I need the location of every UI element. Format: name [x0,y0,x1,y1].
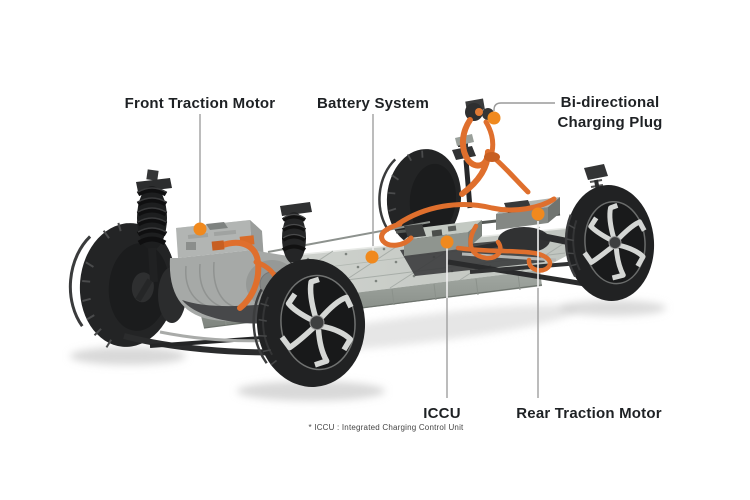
wheel-rear-near [564,185,655,301]
callout-dot-battery-system [365,250,379,264]
callout-dot-iccu [440,235,454,249]
iccu-footnote: * ICCU : Integrated Charging Control Uni… [308,423,464,432]
callout-dot-rear-traction-motor [531,207,545,221]
label-front-traction-motor: Front Traction Motor [124,95,276,112]
wheel-rear-far [378,149,462,247]
label-iccu: ICCU [423,405,461,422]
callout-dot-front-traction-motor [193,222,207,236]
callout-leader-lines [199,102,555,398]
label-rear-traction-motor: Rear Traction Motor [516,405,662,422]
charging-plug-cable [455,98,531,197]
alloy-spokes [279,276,354,368]
leader-charging-plug [493,102,555,111]
callout-dots [193,111,545,264]
alloy-spokes [582,203,647,281]
label-battery-system: Battery System [316,95,430,112]
callout-dot-charging-plug [487,111,501,125]
front-coil-spring [135,169,172,302]
hv-cables-rear [379,196,557,273]
wheel-front-near [252,259,366,387]
label-bidirectional-charging-plug: Bi-directional Charging Plug [557,94,663,131]
